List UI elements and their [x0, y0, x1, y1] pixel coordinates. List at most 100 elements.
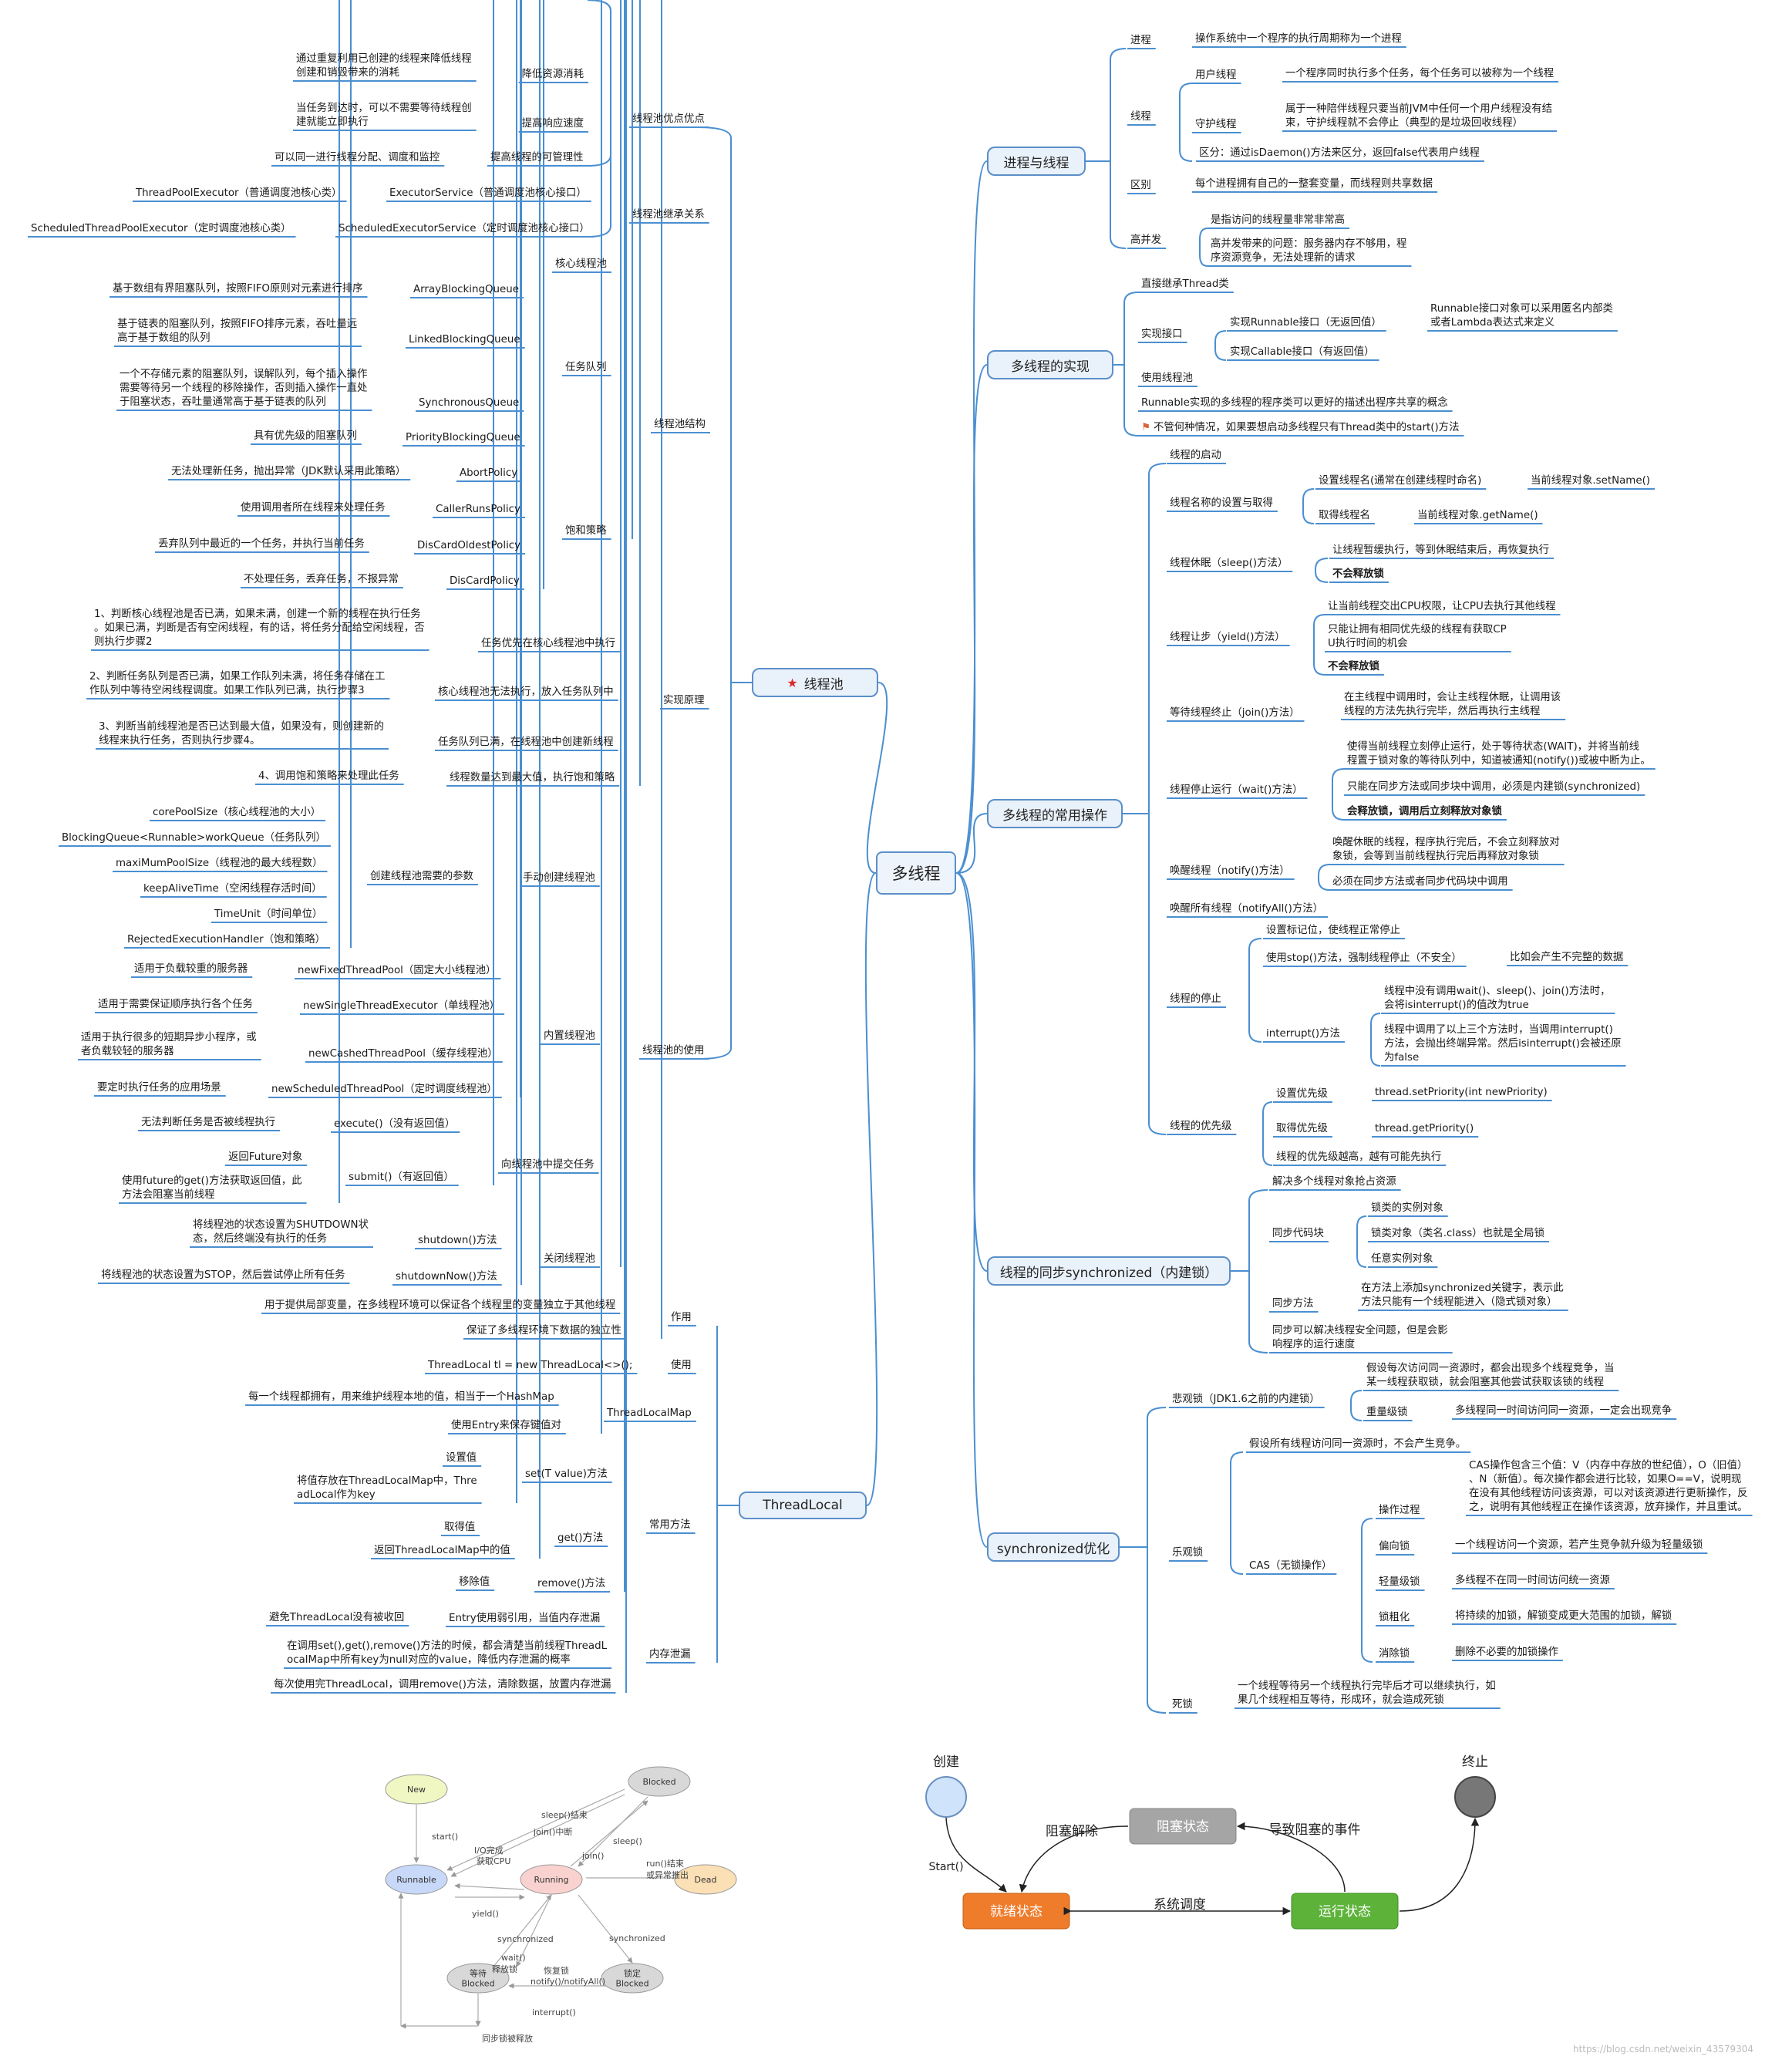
label-pool-advantages-items-0-label[interactable]: 降低资源消耗 — [521, 69, 584, 80]
label-ops-start[interactable]: 线程的启动 — [1170, 450, 1221, 461]
node-thread-pool[interactable]: ★线程池 — [752, 668, 878, 697]
label-proc-thread-daemon-detail[interactable]: 属于一种陪伴线程只要当前JVM中任何一个用户线程没有结 束，守护线程就不会停止（… — [1285, 103, 1553, 129]
label-pool-advantages-label[interactable]: 线程池优点优点 — [632, 113, 705, 125]
label-impl-share[interactable]: Runnable实现的多线程的程序类可以更好的描述出程序共享的概念 — [1141, 397, 1448, 409]
label-opt-optimistic-cas-items-0-detail[interactable]: CAS操作包含三个值：V（内存中存放的世纪值），O（旧值） 、N（新值）。每次操… — [1469, 1460, 1748, 1513]
label-pool-structure-queue-items-1-detail[interactable]: 基于链表的阻塞队列，按照FIFO排序元素，吞吐量远 高于基于数组的队列 — [117, 319, 358, 344]
label-threadlocal-methods-get-label[interactable]: get()方法 — [557, 1532, 604, 1544]
label-sync-note[interactable]: 同步可以解决线程安全问题，但是会影 响程序的运行速度 — [1272, 1325, 1448, 1350]
label-pool-usage-builtin-items-2-detail[interactable]: 适用于执行很多的短期异步小程序，或 者负载较轻的服务器 — [81, 1032, 257, 1057]
label-ops-notifyall[interactable]: 唤醒所有线程（notifyAll()方法） — [1170, 903, 1324, 915]
label-proc-thread-daemon-label[interactable]: 守护线程 — [1195, 119, 1237, 130]
label-ops-sleep-items-0[interactable]: 让线程暂缓执行，等到休眠结束后，再恢复执行 — [1332, 544, 1550, 556]
label-ops-wait-items-2[interactable]: 会释放锁，调用后立刻释放对象锁 — [1347, 806, 1502, 817]
label-ops-name-set-label[interactable]: 设置线程名(通常在创建线程时命名) — [1319, 475, 1482, 487]
label-opt-optimistic-cas-items-4-detail[interactable]: 删除不必要的加锁操作 — [1455, 1647, 1558, 1658]
label-pool-usage-close-items-0-label[interactable]: shutdown()方法 — [418, 1235, 497, 1246]
label-sync-block-label[interactable]: 同步代码块 — [1272, 1228, 1324, 1239]
label-pool-inheritance-items-0-detail[interactable]: ThreadPoolExecutor（普通调度池核心类） — [136, 187, 342, 199]
label-threadlocal-methods-remove-label[interactable]: remove()方法 — [537, 1578, 606, 1589]
label-pool-advantages-items-1-label[interactable]: 提高响应速度 — [521, 118, 584, 130]
label-pool-usage-manual-params-1[interactable]: BlockingQueue<Runnable>workQueue（任务队列） — [62, 832, 326, 844]
label-pool-usage-submit-submit-details-0[interactable]: 返回Future对象 — [228, 1151, 303, 1163]
label-pool-structure-queue-items-2-label[interactable]: SynchronousQueue — [419, 397, 520, 409]
label-impl-note[interactable]: ⚑不管何种情况，如果要想启动多线程只有Thread类中的start()方法 — [1141, 421, 1459, 435]
label-opt-optimistic-cas-label[interactable]: CAS（无锁操作） — [1249, 1560, 1332, 1572]
label-pool-usage-close-items-1-detail[interactable]: 将线程池的状态设置为STOP，然后尝试停止所有任务 — [101, 1269, 345, 1281]
label-ops-priority-note[interactable]: 线程的优先级越高，越有可能先执行 — [1276, 1151, 1442, 1163]
node-synchronized-optimization[interactable]: synchronized优化 — [987, 1532, 1120, 1562]
label-pool-structure-policy-items-3-detail[interactable]: 不处理任务，丢弃任务，不报异常 — [244, 574, 399, 585]
label-pool-principle-items-1-label[interactable]: 核心线程池无法执行，放入任务队列中 — [438, 686, 614, 698]
label-ops-notify-items-0[interactable]: 唤醒休眠的线程，程序执行完后，不会立刻释放对 象锁，会等到当前线程执行完后再释放… — [1332, 837, 1560, 862]
label-threadlocal-methods-label[interactable]: 常用方法 — [649, 1519, 691, 1531]
label-pool-principle-items-0-label[interactable]: 任务优先在核心线程池中执行 — [481, 638, 616, 649]
label-pool-usage-builtin-items-3-label[interactable]: newScheduledThreadPool（定时调度线程池） — [271, 1084, 497, 1095]
label-ops-wait-label[interactable]: 线程停止运行（wait()方法） — [1170, 784, 1303, 796]
label-sync-method-detail[interactable]: 在方法上添加synchronized关键字，表示此 方法只能有一个线程能进入（隐… — [1361, 1283, 1564, 1308]
label-threadlocal-methods-set-label[interactable]: set(T value)方法 — [525, 1468, 608, 1480]
label-pool-usage-builtin-items-1-detail[interactable]: 适用于需要保证顺序执行各个任务 — [98, 999, 253, 1010]
label-ops-yield-items-1[interactable]: 只能让拥有相同优先级的线程有获取CP U执行时间的机会 — [1328, 624, 1507, 649]
label-pool-usage-builtin-items-3-detail[interactable]: 要定时执行任务的应用场景 — [97, 1082, 221, 1094]
label-opt-pessimistic-detail[interactable]: 假设每次访问同一资源时，都会出现多个线程竞争，当 某一线程获取锁，就会阻塞其他尝… — [1366, 1363, 1615, 1388]
label-pool-inheritance-label[interactable]: 线程池继承关系 — [632, 209, 705, 221]
label-pool-usage-manual-params-label[interactable]: 创建线程池需要的参数 — [370, 871, 473, 882]
label-pool-structure-queue-items-2-detail[interactable]: 一个不存储元素的阻塞队列，误解队列，每个插入操作 需要等待另一个线程的移除操作，… — [120, 369, 368, 408]
label-pool-inheritance-items-0-label[interactable]: ExecutorService（普通调度池核心接口） — [389, 187, 587, 199]
label-opt-optimistic-cas-items-1-label[interactable]: 偏向锁 — [1379, 1541, 1410, 1552]
label-pool-structure-core[interactable]: 核心线程池 — [555, 258, 607, 270]
label-sync-solve[interactable]: 解决多个线程对象抢占资源 — [1272, 1176, 1396, 1188]
label-pool-principle-items-3-detail[interactable]: 4、调用饱和策略来处理此任务 — [258, 770, 399, 782]
label-pool-structure-policy-items-2-detail[interactable]: 丢弃队列中最近的一个任务，并执行当前任务 — [158, 538, 365, 550]
label-ops-wait-items-0[interactable]: 使得当前线程立刻停止运行，处于等待状态(WAIT)，并将当前线 程置于锁对象的等… — [1347, 741, 1651, 767]
label-ops-yield-items-2[interactable]: 不会释放锁 — [1328, 661, 1379, 672]
label-ops-notify-label[interactable]: 唤醒线程（notify()方法） — [1170, 865, 1290, 877]
label-pool-usage-submit-execute-detail[interactable]: 无法判断任务是否被线程执行 — [141, 1117, 276, 1128]
label-pool-structure-queue-items-0-label[interactable]: ArrayBlockingQueue — [413, 284, 519, 295]
label-ops-stop-label[interactable]: 线程的停止 — [1170, 993, 1221, 1005]
label-threadlocal-leak-entry-label[interactable]: Entry使用弱引用，当值内存泄漏 — [449, 1613, 601, 1624]
label-ops-priority-set-label[interactable]: 设置优先级 — [1276, 1088, 1328, 1100]
label-proc-diff-label[interactable]: 区别 — [1130, 180, 1151, 191]
label-proc-process-detail[interactable]: 操作系统中一个程序的执行周期称为一个进程 — [1195, 33, 1402, 45]
label-threadlocal-map-items-1[interactable]: 使用Entry来保存键值对 — [451, 1420, 561, 1431]
label-pool-usage-manual-params-0[interactable]: corePoolSize（核心线程池的大小） — [153, 807, 322, 818]
node-common-operations[interactable]: 多线程的常用操作 — [987, 799, 1123, 828]
label-pool-structure-policy-items-1-label[interactable]: CallerRunsPolicy — [436, 504, 520, 515]
label-ops-stop-stop-label[interactable]: 使用stop()方法，强制线程停止（不安全） — [1266, 952, 1462, 964]
label-threadlocal-map-label[interactable]: ThreadLocalMap — [607, 1407, 692, 1419]
label-pool-usage-builtin-items-1-label[interactable]: newSingleThreadExecutor（单线程池） — [303, 1000, 500, 1012]
node-synchronized[interactable]: 线程的同步synchronized（内建锁） — [987, 1256, 1231, 1286]
label-proc-high-items-1[interactable]: 高并发带来的问题：服务器内存不够用，程 序资源竞争，无法处理新的请求 — [1211, 238, 1407, 264]
label-pool-principle-items-2-detail[interactable]: 3、判断当前线程池是否已达到最大值，如果没有，则创建新的 线程来执行任务，否则执… — [99, 721, 385, 747]
label-proc-thread-diff[interactable]: 区分：通过isDaemon()方法来区分，返回false代表用户线程 — [1199, 147, 1480, 159]
label-pool-usage-submit-submit-label[interactable]: submit()（有返回值） — [349, 1171, 454, 1183]
label-pool-structure-queue-items-3-label[interactable]: PriorityBlockingQueue — [406, 432, 520, 443]
label-pool-advantages-items-1-detail[interactable]: 当任务到达时，可以不需要等待线程创 建就能立即执行 — [296, 103, 472, 128]
label-pool-advantages-items-2-label[interactable]: 提高线程的可管理性 — [490, 152, 584, 163]
label-threadlocal-leak-items-1[interactable]: 每次使用完ThreadLocal，调用remove()方法，清除数据，放置内存泄… — [274, 1679, 611, 1691]
label-ops-name-get-label[interactable]: 取得线程名 — [1319, 510, 1370, 521]
label-proc-diff-detail[interactable]: 每个进程拥有自己的一整套变量，而线程则共享数据 — [1195, 178, 1433, 190]
label-pool-structure-queue-label[interactable]: 任务队列 — [565, 362, 607, 373]
label-proc-high-items-0[interactable]: 是指访问的线程量非常非常高 — [1211, 214, 1346, 226]
label-opt-optimistic-cas-items-1-detail[interactable]: 一个线程访问一个资源，若产生竞争就升级为轻量级锁 — [1455, 1539, 1703, 1551]
label-pool-usage-manual-params-5[interactable]: RejectedExecutionHandler（饱和策略） — [127, 934, 326, 946]
label-threadlocal-map-items-0[interactable]: 每一个线程都拥有，用来维护线程本地的值，相当于一个HashMap — [248, 1391, 554, 1403]
node-threadlocal[interactable]: ThreadLocal — [739, 1492, 867, 1519]
label-sync-block-items-1[interactable]: 锁类对象（类名.class）也就是全局锁 — [1371, 1228, 1544, 1239]
label-pool-usage-manual-params-2[interactable]: maxiMumPoolSize（线程池的最大线程数） — [116, 858, 323, 869]
label-pool-structure-policy-items-0-detail[interactable]: 无法处理新任务，抛出异常（JDK默认采用此策略） — [171, 466, 406, 477]
label-opt-pessimistic-label[interactable]: 悲观锁（JDK1.6之前的内建锁） — [1172, 1394, 1320, 1405]
label-pool-inheritance-items-1-label[interactable]: ScheduledExecutorService（定时调度池核心接口） — [339, 223, 590, 234]
label-ops-priority-get-label[interactable]: 取得优先级 — [1276, 1123, 1328, 1134]
label-pool-usage-submit-execute-label[interactable]: execute()（没有返回值） — [334, 1118, 456, 1130]
label-sync-block-items-2[interactable]: 任意实例对象 — [1371, 1253, 1433, 1265]
label-ops-yield-items-0[interactable]: 让当前线程交出CPU权限，让CPU去执行其他线程 — [1328, 601, 1556, 612]
label-sync-block-items-0[interactable]: 锁类的实例对象 — [1371, 1202, 1443, 1214]
label-ops-priority-set-detail[interactable]: thread.setPriority(int newPriority) — [1375, 1087, 1548, 1098]
label-impl-pool[interactable]: 使用线程池 — [1141, 372, 1193, 384]
label-ops-stop-interrupt-items-1[interactable]: 线程中调用了以上三个方法时，当调用interrupt() 方法，会抛出终端异常。… — [1384, 1024, 1622, 1064]
label-impl-extend[interactable]: 直接继承Thread类 — [1141, 278, 1229, 290]
